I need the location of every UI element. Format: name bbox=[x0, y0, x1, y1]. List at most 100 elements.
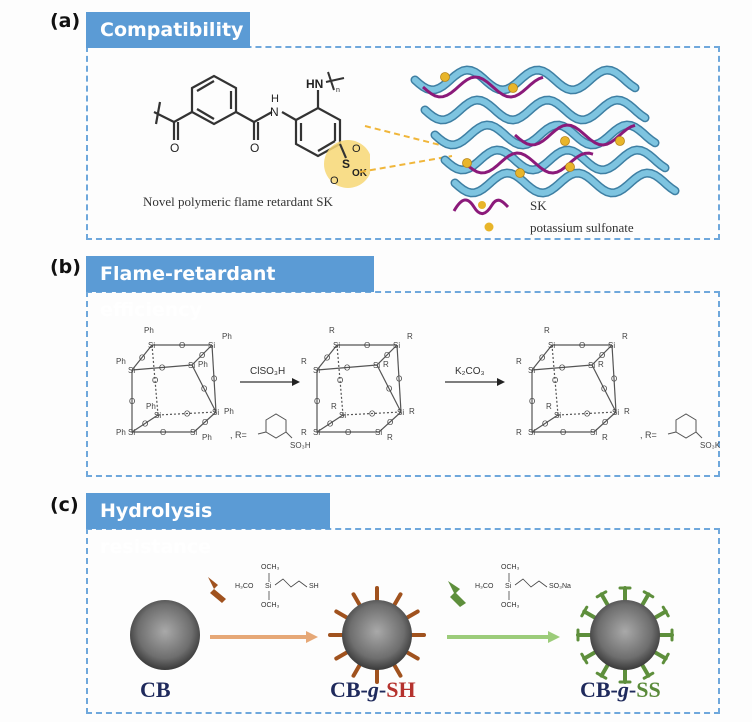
oxygen-atom: O bbox=[601, 385, 607, 394]
silicon-atom: Si bbox=[190, 428, 197, 437]
surface-spike bbox=[391, 592, 403, 609]
silicon-atom: Si bbox=[339, 411, 346, 420]
si-o-bond bbox=[557, 411, 617, 416]
potassium-sulfonate-dot bbox=[560, 136, 570, 146]
oxygen-atom: O bbox=[384, 351, 390, 360]
reaction-arrow-1-reagent: ClSO₃H bbox=[250, 366, 285, 377]
sulfonyl-o-1: O bbox=[352, 143, 361, 155]
si-o-bond bbox=[376, 344, 398, 366]
surface-spike bbox=[651, 649, 668, 661]
surface-spike bbox=[582, 609, 599, 621]
substituent-label: R bbox=[516, 428, 522, 437]
oxygen-atom: O bbox=[539, 354, 545, 363]
oxygen-atom: O bbox=[579, 341, 585, 350]
surface-spike bbox=[639, 661, 651, 678]
substituent-label: Ph bbox=[202, 433, 212, 442]
oxygen-atom: O bbox=[139, 354, 145, 363]
label-cb-g-sh-part: CB- bbox=[330, 677, 368, 702]
arrow-2-head bbox=[548, 631, 560, 643]
fiber bbox=[442, 146, 668, 174]
r-group-potassium-sulfonate-bond bbox=[667, 431, 677, 435]
silane-top-group: OCH₃ bbox=[261, 564, 280, 571]
sk-structure: O O H N HN n S O O OK bbox=[153, 71, 370, 188]
oxygen-atom: O bbox=[611, 375, 617, 384]
silicon-atom: Si bbox=[313, 366, 320, 375]
silicon-atom: Si bbox=[375, 428, 382, 437]
oxygen-atom: O bbox=[184, 410, 190, 419]
si-o-bond bbox=[531, 414, 559, 433]
si-o-bond bbox=[211, 344, 217, 413]
legend-sulfonate-icon bbox=[484, 222, 494, 232]
label-cb-g-sh-part: SH bbox=[386, 677, 416, 702]
surface-spike bbox=[403, 609, 420, 621]
silicon-atom: Si bbox=[528, 366, 535, 375]
si-o-bond bbox=[191, 364, 217, 413]
oxygen-atom: O bbox=[327, 420, 333, 429]
carbonyl-o-2: O bbox=[250, 141, 259, 155]
substituent-label: Ph bbox=[144, 326, 154, 335]
zoom-dashed-lines bbox=[360, 125, 453, 173]
sk-chain bbox=[514, 123, 636, 147]
oxygen-atom: O bbox=[386, 385, 392, 394]
substituent-label: R bbox=[622, 332, 628, 341]
silicon-atom: Si bbox=[128, 428, 135, 437]
substituent-label: R bbox=[331, 402, 337, 411]
oxygen-atom: O bbox=[599, 351, 605, 360]
legend-sulfonate-label: potassium sulfonate bbox=[530, 220, 634, 235]
oxygen-atom: O bbox=[387, 418, 393, 427]
r-group-potassium-sulfonate-prefix: , R= bbox=[640, 430, 657, 440]
surface-spike-tip bbox=[642, 671, 655, 680]
silicon-atom: Si bbox=[148, 341, 155, 350]
label-cb-g-sh-part: - bbox=[378, 677, 387, 702]
potassium-sulfonate-dot bbox=[462, 158, 472, 168]
substituent-label: Ph bbox=[146, 402, 156, 411]
substituent-label: R bbox=[546, 402, 552, 411]
si-o-bond bbox=[193, 411, 217, 433]
surface-spike bbox=[351, 592, 363, 609]
silicon-atom: Si bbox=[397, 408, 404, 417]
silicon-atom: Si bbox=[128, 366, 135, 375]
surface-spike-tip bbox=[595, 671, 608, 680]
oxygen-atom: O bbox=[559, 364, 565, 373]
si-o-bond bbox=[531, 344, 553, 371]
cb-particle bbox=[130, 600, 200, 670]
carbon-black-sphere bbox=[130, 600, 200, 670]
amide-h: H bbox=[271, 93, 279, 105]
silane-center-atom: Si bbox=[265, 583, 272, 590]
label-cb-g-ss-part: SS bbox=[636, 677, 661, 702]
silane-left-group: H₃CO bbox=[235, 583, 254, 590]
oxygen-atom: O bbox=[344, 364, 350, 373]
potassium-sulfonate-dot bbox=[615, 136, 625, 146]
carbonyl-o-1: O bbox=[170, 141, 179, 155]
panel-b-frame bbox=[86, 291, 720, 477]
silicon-atom: Si bbox=[590, 428, 597, 437]
silicon-atom: Si bbox=[393, 341, 400, 350]
si-o-bond bbox=[376, 364, 402, 413]
oxygen-atom: O bbox=[202, 418, 208, 427]
silane-chain bbox=[514, 578, 548, 588]
oxygen-atom: O bbox=[337, 376, 343, 385]
si-o-bond bbox=[131, 364, 193, 371]
sulfonyl-o-2: O bbox=[330, 175, 339, 187]
silicon-atom: Si bbox=[208, 341, 215, 350]
cb-g-sh-particle bbox=[328, 586, 426, 684]
ok-group: OK bbox=[352, 168, 368, 179]
silicon-atom: Si bbox=[188, 361, 195, 370]
label-cb-g-sh-part: g bbox=[367, 677, 379, 702]
oxygen-atom: O bbox=[201, 385, 207, 394]
si-o-bond bbox=[131, 414, 159, 433]
oxygen-atom: O bbox=[129, 397, 135, 406]
oxygen-atom: O bbox=[324, 354, 330, 363]
si-o-bond bbox=[131, 344, 153, 371]
silane-chain bbox=[274, 578, 308, 588]
silicon-atom: Si bbox=[608, 341, 615, 350]
substituent-label: R bbox=[301, 357, 307, 366]
si-o-bond bbox=[157, 411, 217, 416]
legend-sk-icon bbox=[452, 198, 510, 215]
r-group-sulfonic-acid-prefix: , R= bbox=[230, 430, 247, 440]
silicon-atom: Si bbox=[212, 408, 219, 417]
